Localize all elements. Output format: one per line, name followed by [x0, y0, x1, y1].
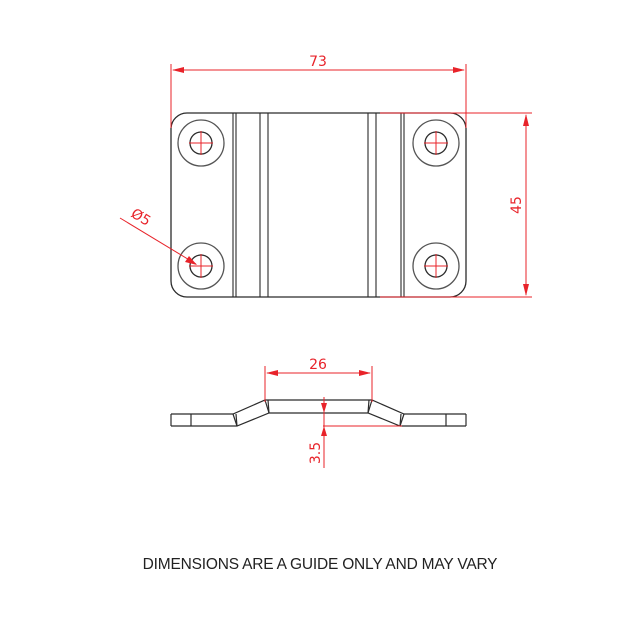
- side-view: [170, 399, 467, 427]
- dimension-flat-length: [264, 366, 373, 402]
- dimension-offset: [321, 397, 402, 468]
- footer-disclaimer: DIMENSIONS ARE A GUIDE ONLY AND MAY VARY: [142, 556, 498, 573]
- dimension-height: [380, 112, 532, 298]
- hole-centre-marks: [189, 131, 448, 278]
- dimension-hole-diameter: [119, 217, 197, 265]
- dimension-height-label: 45: [509, 196, 525, 214]
- dimension-width-label: 73: [309, 54, 327, 70]
- plate-outline: [170, 112, 467, 298]
- dimension-hole-diameter-label: Ø5: [128, 206, 153, 230]
- dimension-offset-label: 3.5: [308, 442, 324, 464]
- bend-lines: [232, 113, 405, 297]
- dimension-width: [170, 64, 467, 128]
- top-view: [170, 112, 467, 298]
- dimension-flat-length-label: 26: [309, 357, 327, 373]
